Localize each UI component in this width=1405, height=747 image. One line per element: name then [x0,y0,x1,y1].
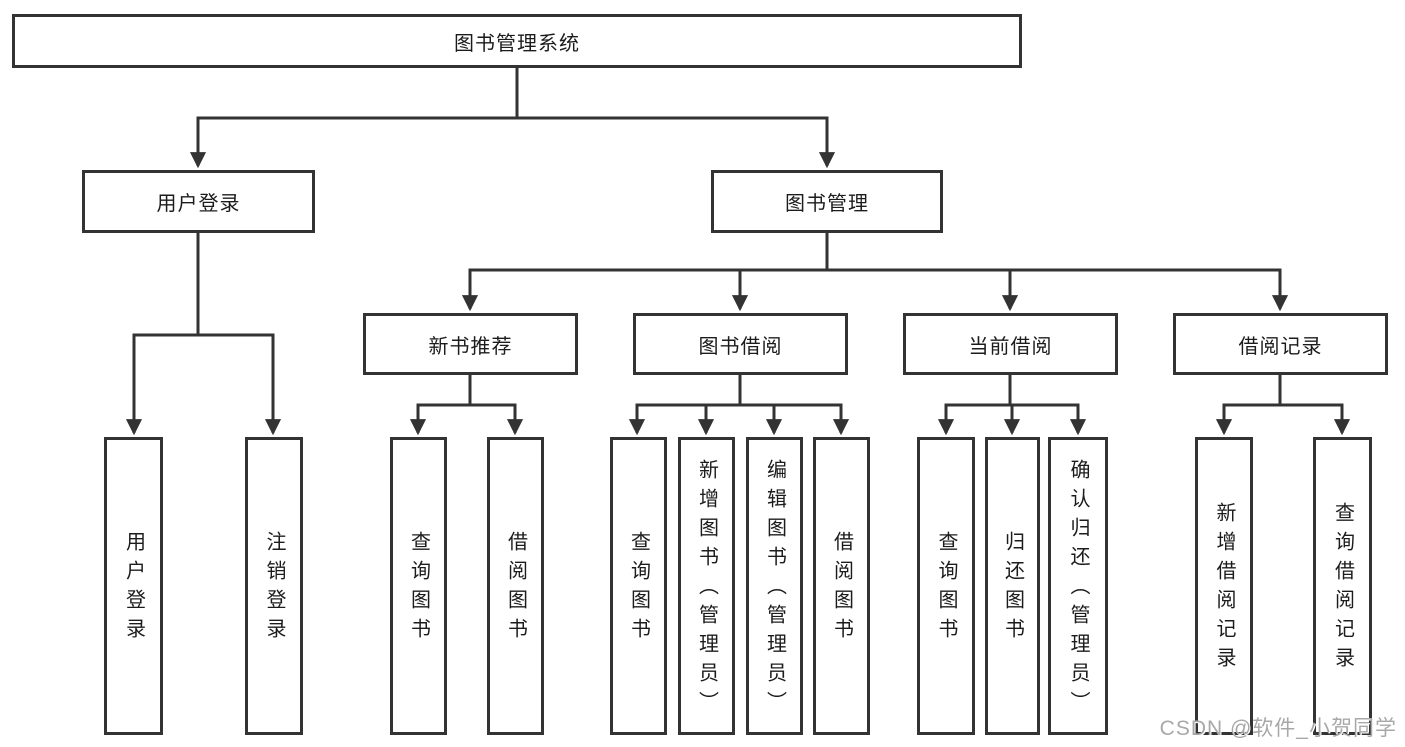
node-root-library-management-system: 图书管理系统 [12,14,1022,68]
node-current-borrowing: 当前借阅 [903,313,1118,375]
node-leaf-edit-books-admin: 编辑图书（管理员） [746,437,803,735]
node-user-login-branch: 用户登录 [82,170,315,233]
node-leaf-user-login: 用户登录 [104,437,163,735]
node-new-book-recommend: 新书推荐 [363,313,578,375]
node-leaf-add-books-admin: 新增图书（管理员） [678,437,735,735]
node-leaf-query-borrow-record: 查询借阅记录 [1313,437,1372,735]
node-leaf-borrow-books-2: 借阅图书 [813,437,870,735]
node-leaf-query-books-3: 查询图书 [917,437,975,735]
node-book-management-branch: 图书管理 [711,170,943,233]
node-borrowing-records: 借阅记录 [1173,313,1388,375]
node-leaf-query-books-2: 查询图书 [610,437,667,735]
node-leaf-confirm-return-admin: 确认归还（管理员） [1048,437,1108,735]
node-leaf-return-books: 归还图书 [985,437,1040,735]
node-leaf-add-borrow-record: 新增借阅记录 [1195,437,1253,735]
node-leaf-borrow-books-1: 借阅图书 [487,437,544,735]
node-leaf-logout: 注销登录 [245,437,303,735]
csdn-watermark: CSDN @软件_小贺同学 [1159,717,1397,740]
node-leaf-query-books-1: 查询图书 [390,437,447,735]
node-book-borrowing: 图书借阅 [633,313,848,375]
